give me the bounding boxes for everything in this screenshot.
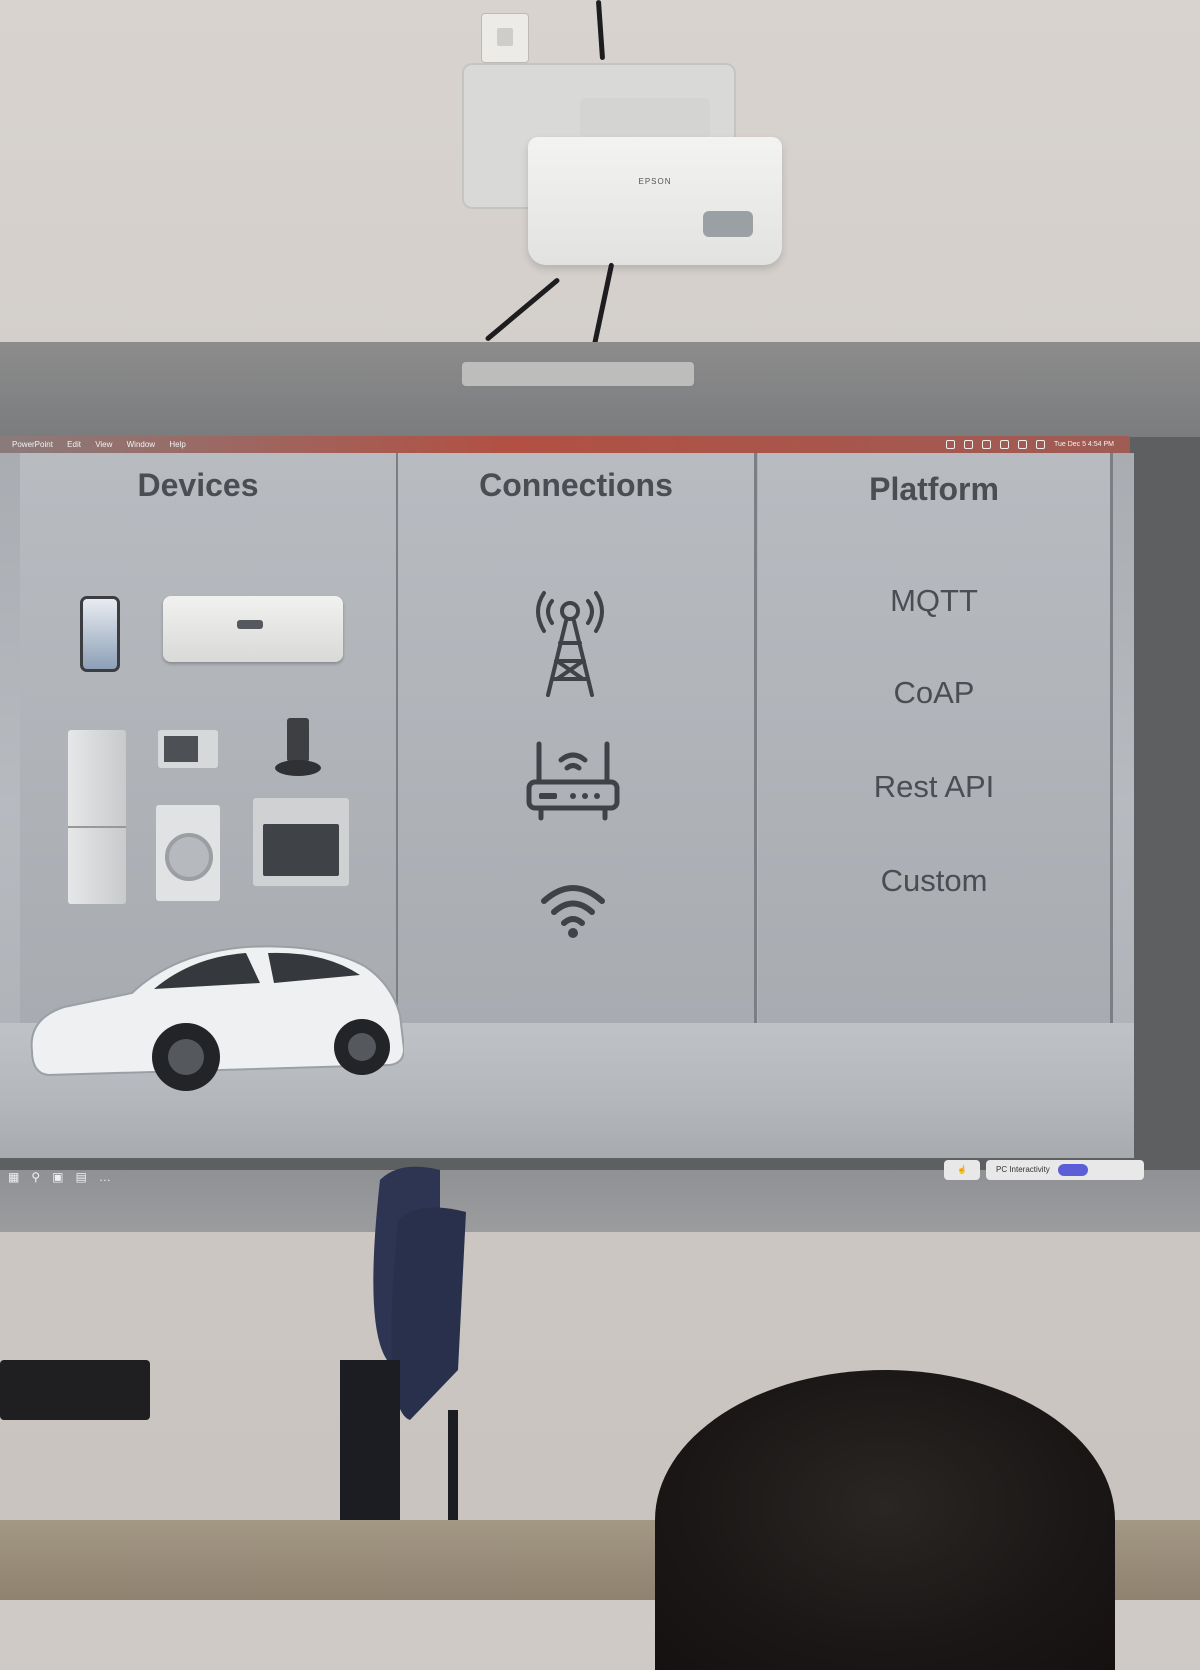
toggle-switch[interactable]: [1058, 1163, 1089, 1176]
platform-custom: Custom: [880, 863, 988, 898]
camera-icon[interactable]: ▣: [52, 1170, 64, 1184]
cell-tower-icon: [536, 591, 604, 697]
robot-vacuum-image: [275, 718, 321, 778]
chairs: [340, 1166, 466, 1600]
menubar-tray: Tue Dec 5 4:54 PM: [945, 436, 1114, 453]
search-icon[interactable]: [1035, 440, 1045, 449]
devices-heading: Devices: [137, 467, 259, 503]
microwave-image: [158, 730, 218, 768]
more-options[interactable]: …: [98, 1170, 111, 1184]
platform-panel: Platform MQTT CoAP Rest API Custom: [758, 453, 1113, 1023]
tray-icon[interactable]: [999, 440, 1009, 449]
connections-heading: Connections: [479, 467, 673, 503]
router-icon: [526, 741, 620, 821]
menu-help[interactable]: Help: [169, 440, 186, 449]
washing-machine-image: [156, 805, 220, 901]
smartphone-image: [80, 596, 120, 672]
slides-icon[interactable]: ▦: [8, 1170, 20, 1184]
platform-rest-api: Rest API: [873, 769, 995, 804]
tray-icon[interactable]: [1017, 440, 1027, 449]
pc-interactivity-toggle[interactable]: PC Interactivity: [986, 1160, 1144, 1180]
refrigerator-image: [68, 730, 126, 904]
projector-brand: EPSON: [638, 177, 672, 186]
screen-mount-bar: [462, 362, 694, 386]
tray-icon[interactable]: [945, 440, 955, 449]
projector: EPSON: [528, 137, 782, 265]
tray-icon[interactable]: [963, 440, 973, 449]
screen-bottom-border: [0, 1170, 1200, 1232]
platform-mqtt: MQTT: [890, 583, 978, 618]
menubar-clock: Tue Dec 5 4:54 PM: [1053, 441, 1114, 448]
menu-bar: PowerPoint Edit View Window Help Tue Dec…: [0, 436, 1130, 453]
wall-outlet: [482, 14, 528, 62]
presenter-toolbar: ▦ ⚲ ▣ ▤ …: [8, 1170, 111, 1184]
projector-lens: [703, 211, 753, 237]
slide: Devices Connections: [0, 453, 1134, 1158]
audience-head: [655, 1370, 1115, 1670]
subtitles-icon[interactable]: ▤: [75, 1170, 87, 1184]
zoom-icon[interactable]: ⚲: [31, 1170, 41, 1184]
electric-car-image: [30, 945, 404, 1091]
platform-heading: Platform: [869, 471, 999, 507]
menu-edit[interactable]: Edit: [67, 440, 81, 449]
air-conditioner-image: [163, 596, 343, 662]
menu-window[interactable]: Window: [126, 440, 156, 449]
platform-coap: CoAP: [893, 675, 975, 710]
oven-image: [253, 798, 349, 886]
pointer-tool-button[interactable]: ☝: [944, 1160, 980, 1180]
menu-app-name[interactable]: PowerPoint: [12, 440, 53, 449]
wifi-icon: [541, 885, 605, 938]
projector-bracket: [580, 98, 710, 138]
tray-icon[interactable]: [981, 440, 991, 449]
menu-view[interactable]: View: [95, 440, 113, 449]
interactivity-label: PC Interactivity: [996, 1165, 1050, 1174]
screen-top-border: [0, 342, 1200, 437]
connections-panel: Connections: [398, 453, 757, 1023]
devices-panel: Devices: [20, 453, 399, 1023]
side-table: [0, 1360, 150, 1420]
